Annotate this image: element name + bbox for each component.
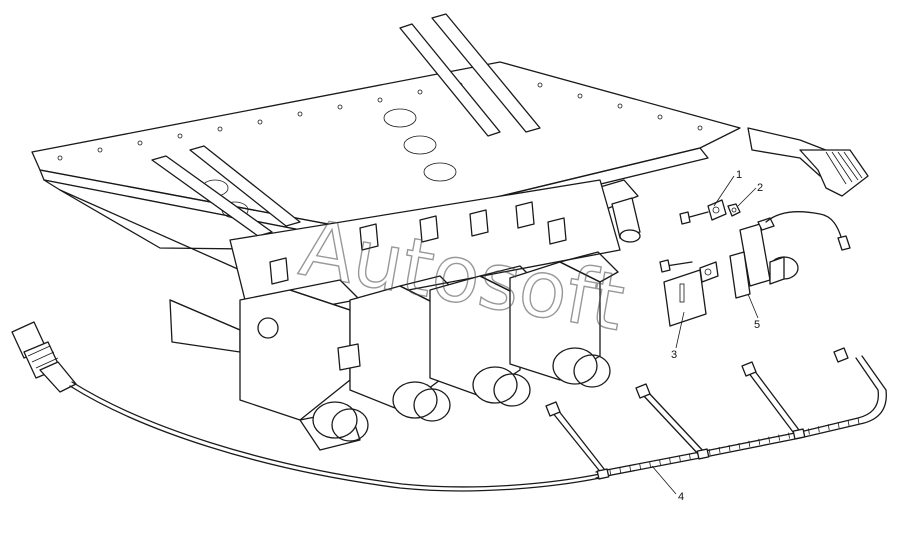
callout-3: 3 <box>671 349 677 361</box>
callout-4: 4 <box>678 491 684 503</box>
part-4-cable-harness <box>11 321 887 492</box>
hopper-frame <box>31 13 741 353</box>
harness-connector <box>11 321 77 393</box>
callouts: 1 2 3 4 5 <box>651 169 763 503</box>
part-3-plate <box>659 259 719 327</box>
metering-box-4 <box>509 251 619 388</box>
callout-1: 1 <box>736 169 742 181</box>
part-5-sensor <box>729 210 851 299</box>
metering-box-1 <box>239 279 369 451</box>
metering-boxes <box>229 179 621 451</box>
callout-2: 2 <box>757 182 763 194</box>
metering-box-3 <box>429 265 541 407</box>
callout-5: 5 <box>754 319 760 331</box>
metering-box-2 <box>337 275 461 422</box>
right-bracket <box>747 127 869 197</box>
part-2-nut <box>727 203 741 217</box>
part-1-bolt-bracket <box>679 199 727 225</box>
